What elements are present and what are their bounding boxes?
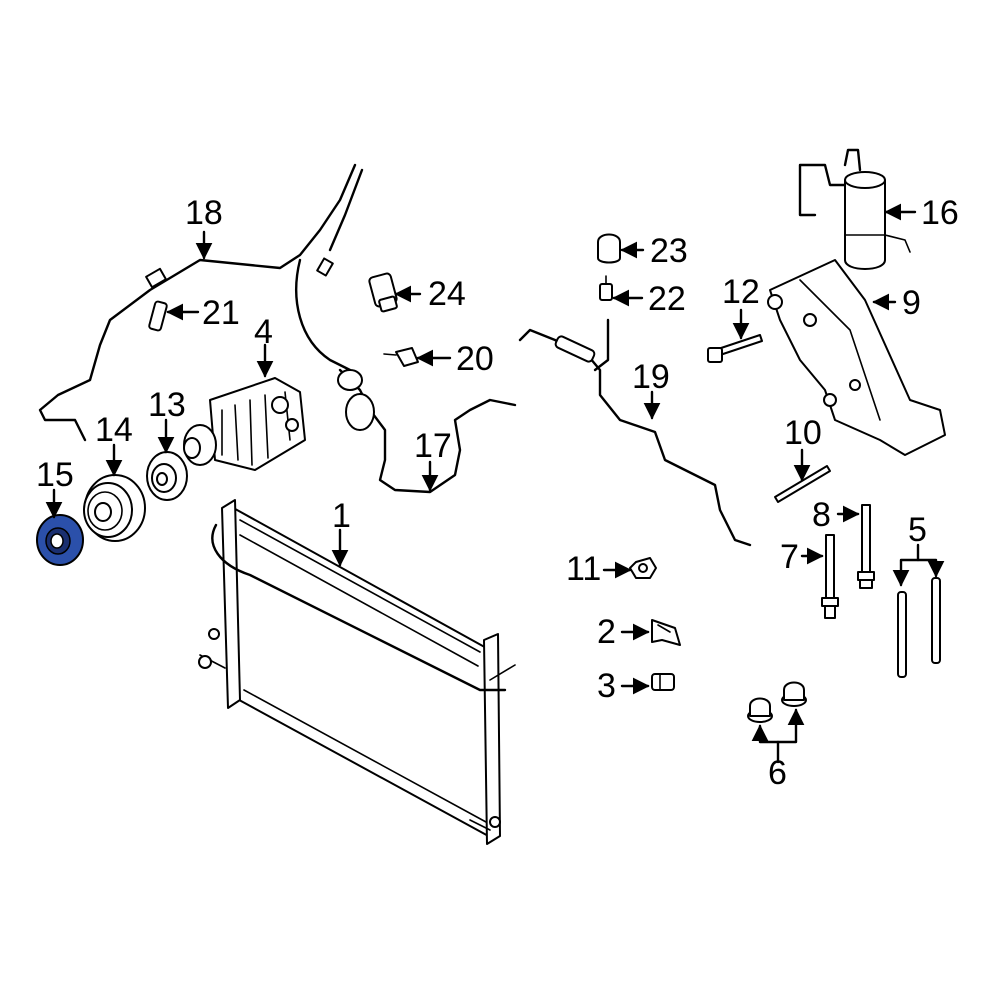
callout-5: 5 bbox=[908, 511, 927, 549]
callout-13: 13 bbox=[148, 386, 186, 424]
discharge-hose[interactable] bbox=[38, 163, 364, 442]
bolt-8[interactable] bbox=[857, 504, 875, 589]
valve-fitting-21[interactable] bbox=[148, 300, 168, 332]
callout-9: 9 bbox=[902, 284, 921, 322]
callout-20: 20 bbox=[456, 340, 494, 378]
callout-16: 16 bbox=[921, 194, 959, 232]
callout-12: 12 bbox=[722, 273, 760, 311]
clip-2[interactable] bbox=[651, 619, 681, 646]
pressure-switch-24[interactable] bbox=[368, 272, 398, 313]
callout-labels: 1 2 3 4 5 6 7 8 9 10 11 12 13 14 15 16 1… bbox=[36, 194, 959, 792]
clutch-hub[interactable] bbox=[146, 451, 188, 501]
callout-24: 24 bbox=[428, 275, 466, 313]
callout-19: 19 bbox=[632, 358, 670, 396]
callout-15: 15 bbox=[36, 456, 74, 494]
cap-23[interactable] bbox=[597, 233, 621, 264]
condenser[interactable] bbox=[198, 499, 516, 845]
suction-hose[interactable] bbox=[337, 368, 517, 494]
bolt-12[interactable] bbox=[707, 334, 763, 363]
callout-10: 10 bbox=[784, 414, 822, 452]
callout-17: 17 bbox=[414, 427, 452, 465]
callout-8: 8 bbox=[812, 496, 831, 534]
compressor[interactable] bbox=[183, 377, 306, 471]
callout-22: 22 bbox=[648, 280, 686, 318]
callout-11: 11 bbox=[566, 550, 601, 588]
callout-7: 7 bbox=[780, 538, 799, 576]
callout-23: 23 bbox=[650, 232, 688, 270]
callout-14: 14 bbox=[95, 411, 133, 449]
leader-lines bbox=[45, 203, 945, 764]
callout-4: 4 bbox=[254, 313, 273, 351]
mounting-bracket[interactable] bbox=[767, 259, 946, 456]
callout-1: 1 bbox=[332, 497, 351, 535]
grommets-6[interactable] bbox=[747, 681, 807, 723]
callout-3: 3 bbox=[597, 667, 616, 705]
callout-6: 6 bbox=[768, 754, 787, 792]
clutch-pulley[interactable] bbox=[83, 474, 146, 542]
clutch-coil-highlighted[interactable] bbox=[36, 514, 84, 566]
bolt-7[interactable] bbox=[821, 534, 839, 619]
studs-5[interactable] bbox=[897, 577, 941, 678]
liquid-line[interactable] bbox=[518, 318, 752, 547]
clip-3[interactable] bbox=[651, 673, 675, 691]
callout-18: 18 bbox=[185, 194, 223, 232]
callout-21: 21 bbox=[202, 294, 240, 332]
sensor-20[interactable] bbox=[383, 347, 419, 367]
nut-11[interactable] bbox=[629, 557, 657, 579]
callout-2: 2 bbox=[597, 613, 616, 651]
valve-core-22[interactable] bbox=[599, 275, 613, 301]
accumulator-drier[interactable] bbox=[798, 148, 911, 270]
